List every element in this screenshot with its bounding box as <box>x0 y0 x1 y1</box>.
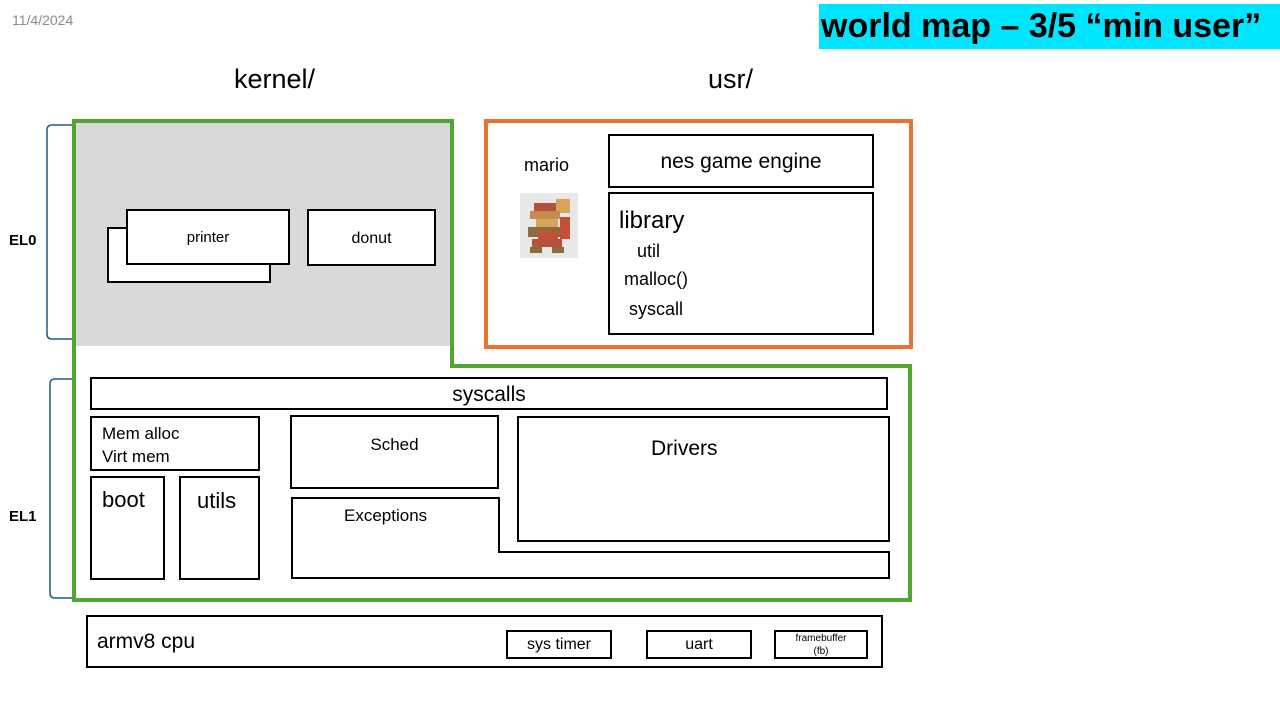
cpu-box: armv8 cpu sys timer uart framebuffer (fb… <box>86 615 883 668</box>
el0-bracket <box>46 124 72 340</box>
slide-title: world map – 3/5 “min user” <box>819 4 1280 49</box>
printer-box: printer <box>126 209 290 265</box>
virt-mem-label: Virt mem <box>102 447 170 466</box>
uart-box: uart <box>646 630 752 659</box>
el1-bracket <box>49 378 72 599</box>
mario-label: mario <box>524 155 570 175</box>
library-title: library <box>619 207 685 234</box>
boot-box: boot <box>90 476 165 580</box>
donut-label: donut <box>351 230 392 247</box>
el0-label: EL0 <box>9 232 37 249</box>
framebuffer-label: framebuffer <box>795 633 847 644</box>
library-item-malloc: malloc() <box>624 269 689 289</box>
mem-box: Mem alloc Virt mem <box>90 416 260 471</box>
boot-label: boot <box>102 487 145 512</box>
utils-box: utils <box>179 476 260 580</box>
el1-label: EL1 <box>9 508 37 525</box>
sched-label: Sched <box>370 435 419 454</box>
printer-label: printer <box>186 229 230 246</box>
drivers-label: Drivers <box>651 437 718 460</box>
uart-label: uart <box>685 636 713 653</box>
donut-box: donut <box>307 209 436 266</box>
fb-label: (fb) <box>813 646 829 657</box>
exceptions-box-border <box>291 497 890 579</box>
date-label: 11/4/2024 <box>12 12 74 28</box>
library-item-syscall: syscall <box>629 299 684 319</box>
sys-timer-box: sys timer <box>506 630 612 659</box>
nes-engine-label: nes game engine <box>660 150 822 173</box>
utils-label: utils <box>197 488 237 513</box>
library-box: library util malloc() syscall <box>608 192 874 335</box>
syscalls-box: syscalls <box>90 377 888 410</box>
mem-alloc-label: Mem alloc <box>102 424 180 443</box>
library-item-util: util <box>637 241 661 261</box>
drivers-box: Drivers <box>517 416 890 542</box>
kernel-border <box>72 119 912 602</box>
mario-sprite-icon <box>520 193 578 258</box>
sys-timer-label: sys timer <box>527 636 591 653</box>
nes-engine-box: nes game engine <box>608 134 874 188</box>
exceptions-label: Exceptions <box>344 506 428 525</box>
sched-box: Sched <box>290 415 499 489</box>
usr-header: usr/ <box>708 64 754 94</box>
framebuffer-box: framebuffer (fb) <box>774 630 868 659</box>
syscalls-label: syscalls <box>452 383 526 406</box>
cpu-label: armv8 cpu <box>97 630 196 653</box>
kernel-header: kernel/ <box>234 64 316 94</box>
